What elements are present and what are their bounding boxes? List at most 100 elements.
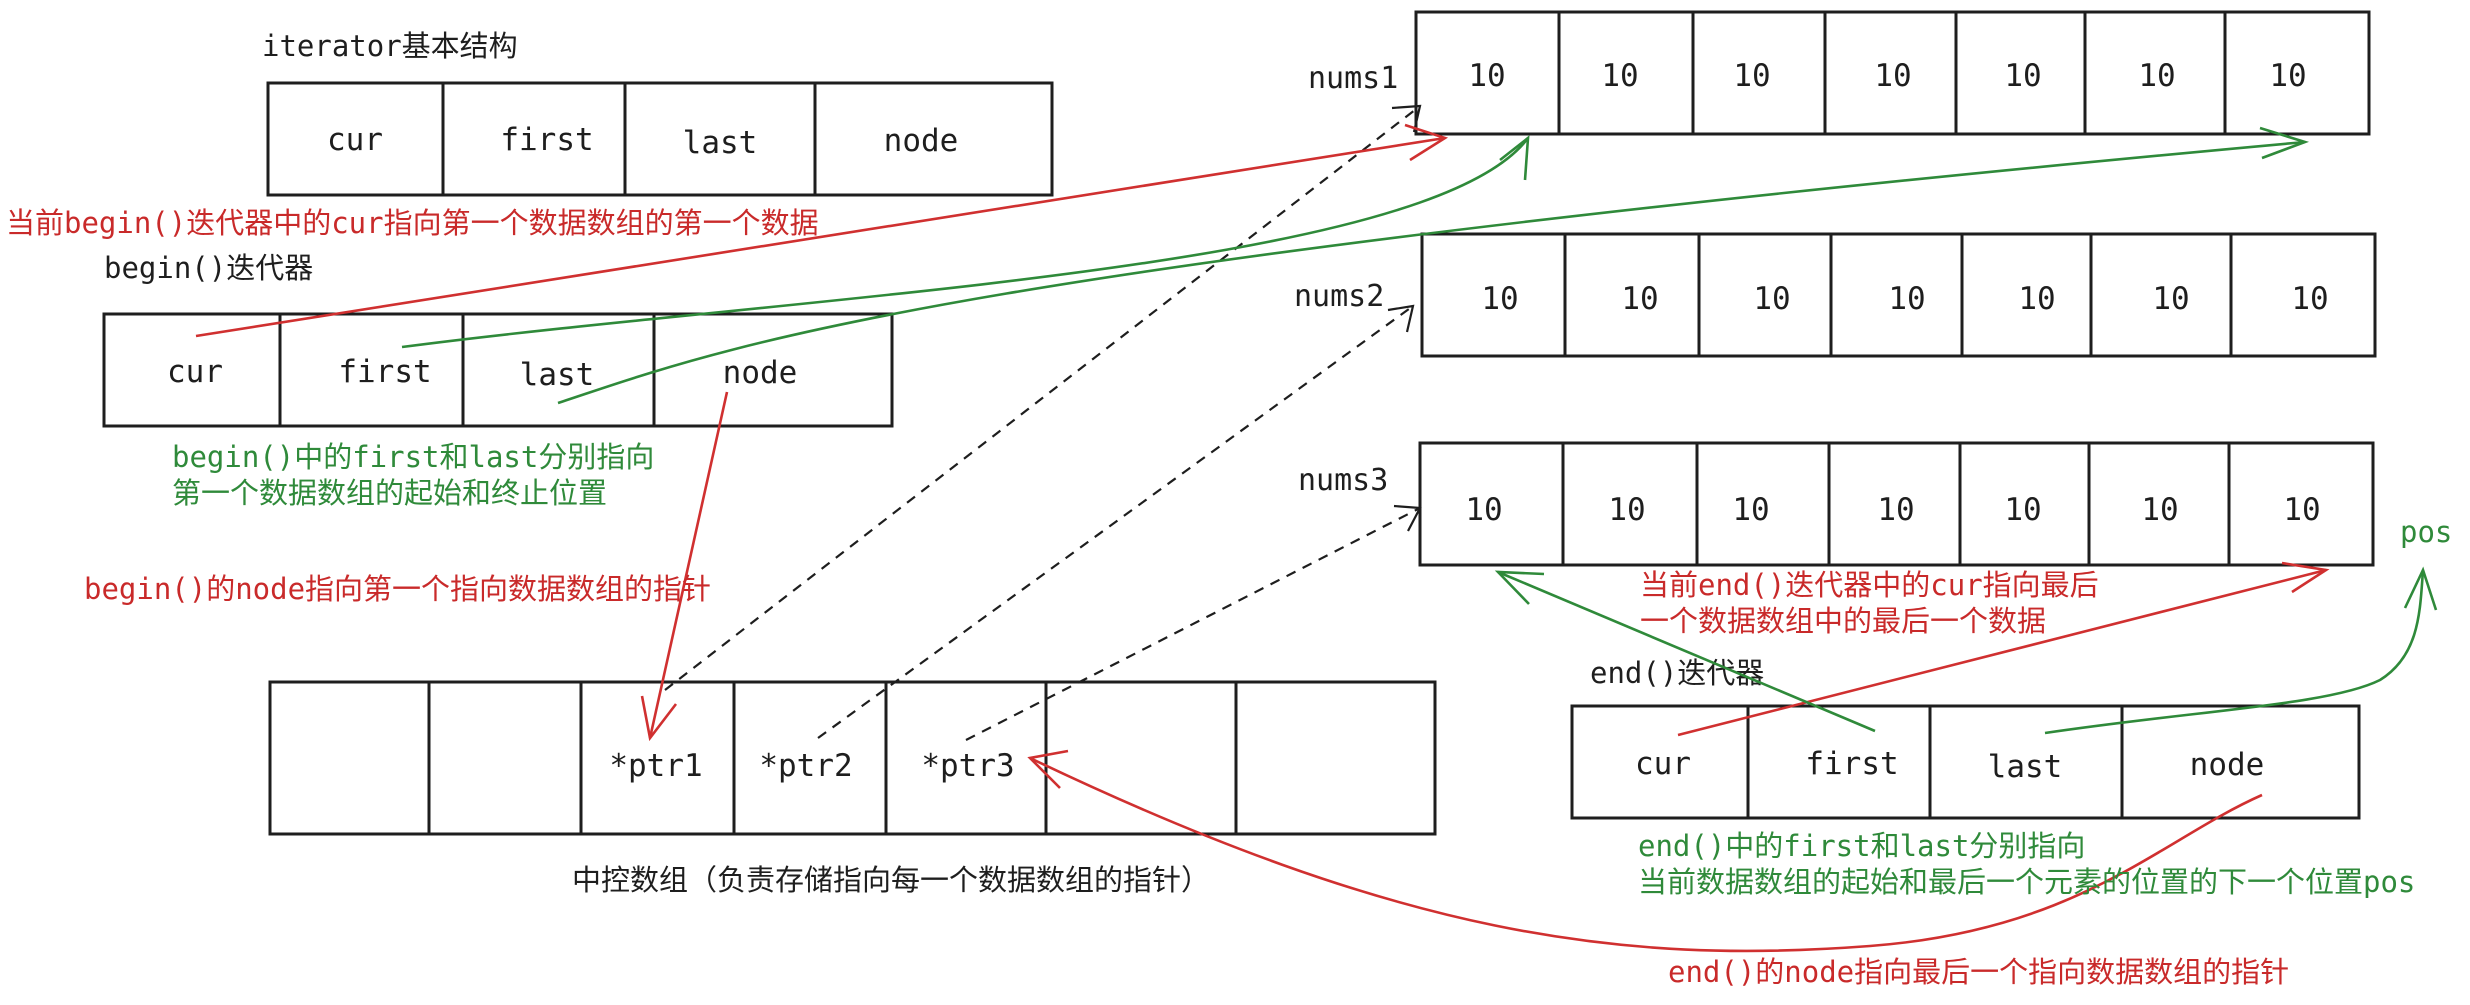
end-cur-arrow	[1677, 568, 2327, 737]
nums1-cell	[2083, 10, 2227, 136]
ptr3-arrowhead	[1393, 504, 1422, 532]
begin-iterator-field-cur	[102, 312, 282, 428]
nums3-value: 10	[2141, 492, 2178, 528]
nums3-cell	[2087, 441, 2231, 567]
map-cell-label-ptr2: *ptr2	[759, 748, 852, 784]
iterator-struct-label-node: node	[884, 123, 959, 159]
nums1-cell	[1414, 10, 1561, 136]
end-iterator: end()迭代器 cur first last node	[1570, 656, 2361, 820]
nums1-cell	[1691, 10, 1827, 136]
nums1-value: 10	[1601, 58, 1638, 94]
iterator-struct-field-node	[813, 81, 1054, 197]
end-node-arrowhead	[1027, 749, 1069, 789]
begin-iterator-label-node: node	[723, 355, 798, 391]
begin-first-arrow	[401, 137, 1530, 349]
end-first-arrow	[1497, 570, 1876, 733]
end-first-arrowhead	[1494, 570, 1545, 605]
iterator-struct-field-cur	[266, 81, 445, 197]
end-arrows	[1027, 561, 2438, 953]
begin-cur-arrow	[195, 136, 1446, 338]
nums3-cell	[1695, 441, 1831, 567]
map-caption: 中控数组（负责存储指向每一个数据数组的指针）	[572, 863, 1210, 897]
nums2-value: 10	[2291, 281, 2328, 317]
nums3-value: 10	[1732, 492, 1769, 528]
nums3-cell	[1418, 441, 1565, 567]
annotations: 当前begin()迭代器中的cur指向第一个数据数组的第一个数据 begin()…	[6, 206, 2415, 989]
note-end-first-last-line1: end()中的first和last分别指向	[1638, 829, 2085, 863]
array-nums1: nums1 10 10 10 10 10 10 10	[1308, 10, 2371, 136]
nums2-cell	[1563, 232, 1701, 358]
nums1-value: 10	[2004, 58, 2041, 94]
end-last-arrow	[2044, 569, 2425, 735]
iterator-struct-field-first	[441, 81, 627, 197]
pos-label: pos	[2400, 515, 2452, 549]
nums2-cell	[2229, 232, 2377, 358]
note-begin-node: begin()的node指向第一个指向数据数组的指针	[84, 572, 711, 606]
end-iterator-field-first	[1746, 704, 1932, 820]
nums1-value: 10	[2269, 58, 2306, 94]
nums1-cell	[1954, 10, 2087, 136]
map-cell-label-ptr3: *ptr3	[921, 748, 1014, 784]
array-nums2-name: nums2	[1294, 279, 1384, 314]
ptr2-arrowhead	[1387, 304, 1415, 333]
nums2-value: 10	[1888, 281, 1925, 317]
nums1-cell	[1823, 10, 1958, 136]
nums1-cell	[1557, 10, 1695, 136]
note-begin-cur: 当前begin()迭代器中的cur指向第一个数据数组的第一个数据	[6, 206, 819, 240]
map-cell	[427, 680, 583, 836]
begin-node-arrowhead	[640, 695, 678, 742]
end-iterator-label-node: node	[2190, 747, 2265, 783]
nums3-cell	[1958, 441, 2091, 567]
nums2-cell	[1420, 232, 1567, 358]
array-nums1-name: nums1	[1308, 61, 1398, 96]
begin-iterator-field-node	[652, 312, 894, 428]
nums1-value: 10	[2138, 58, 2175, 94]
map-cell	[1234, 680, 1437, 836]
end-iterator-field-node	[2120, 704, 2361, 820]
end-cur-arrowhead	[2281, 561, 2330, 594]
nums2-value: 10	[1753, 281, 1790, 317]
begin-iterator-label-last: last	[520, 357, 595, 393]
nums2-value: 10	[1621, 281, 1658, 317]
ptr1-arrow	[664, 105, 1421, 691]
nums1-value: 10	[1468, 58, 1505, 94]
note-begin-first-last-line2: 第一个数据数组的起始和终止位置	[172, 476, 607, 510]
nums2-value: 10	[2152, 281, 2189, 317]
nums1-value: 10	[1733, 58, 1770, 94]
nums3-value: 10	[1608, 492, 1645, 528]
map-cell	[1044, 680, 1238, 836]
begin-arrows	[195, 123, 2310, 742]
end-iterator-label-last: last	[1988, 749, 2063, 785]
begin-iterator-field-first	[278, 312, 465, 428]
map-cell	[268, 680, 431, 836]
note-end-node: end()的node指向最后一个指向数据数组的指针	[1668, 955, 2289, 989]
begin-cur-arrowhead	[1404, 123, 1449, 162]
iterator-struct-label-first: first	[500, 122, 593, 158]
ptr1-arrowhead	[1391, 104, 1422, 133]
nums1-cell	[2223, 10, 2371, 136]
note-end-first-last-line2: 当前数据数组的起始和最后一个元素的位置的下一个位置pos	[1638, 865, 2415, 899]
begin-first-arrowhead	[1499, 135, 1530, 181]
iterator-struct-label-last: last	[683, 125, 758, 161]
begin-iterator-label-first: first	[338, 354, 431, 390]
nums3-value: 10	[1877, 492, 1914, 528]
nums2-cell	[1829, 232, 1964, 358]
begin-last-arrow	[557, 140, 2306, 405]
nums3-value: 10	[1465, 492, 1502, 528]
nums2-cell	[2089, 232, 2233, 358]
map-cell	[884, 680, 1048, 836]
ptr2-arrow	[817, 305, 1414, 739]
note-begin-first-last-line1: begin()中的first和last分别指向	[172, 440, 654, 474]
nums2-cell	[1960, 232, 2093, 358]
begin-iterator-label-cur: cur	[167, 354, 223, 390]
ptr3-arrow	[965, 507, 1421, 741]
end-last-arrowhead	[2403, 566, 2438, 611]
begin-last-arrowhead	[2259, 126, 2310, 160]
note-end-cur-line2: 一个数据数组中的最后一个数据	[1640, 604, 2046, 638]
nums2-value: 10	[2018, 281, 2055, 317]
array-nums2: nums2 10 10 10 10 10 10 10	[1294, 232, 2377, 358]
begin-node-arrow	[648, 391, 729, 739]
nums3-value: 10	[2004, 492, 2041, 528]
array-nums3-name: nums3	[1298, 463, 1388, 498]
